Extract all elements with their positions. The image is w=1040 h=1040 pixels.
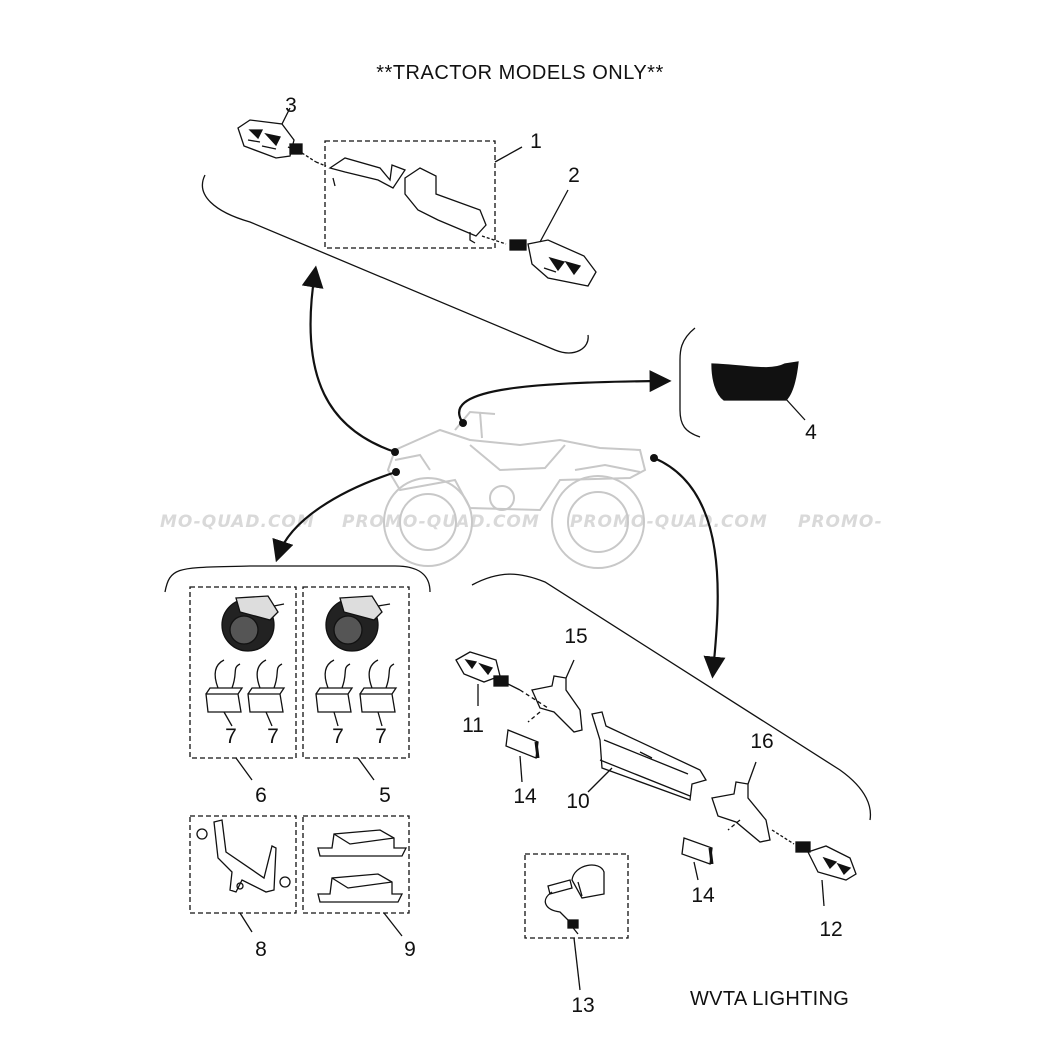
work-lamp-5 (325, 595, 391, 652)
turn-signal-right (481, 189, 597, 287)
wvta-group (455, 573, 872, 991)
watermark-text: PROMO-QUAD.COM (342, 512, 540, 532)
callout-number: 7 (267, 725, 279, 748)
licence-plate-bracket-10 (587, 711, 707, 801)
light-kit-box-5 (302, 586, 410, 759)
callout-number: 8 (255, 938, 267, 961)
reflector-14 (505, 729, 540, 783)
callout-number: 14 (513, 785, 537, 808)
callout-number: 5 (379, 784, 391, 807)
turn-signal-11 (455, 651, 521, 706)
watermark-text: PROMO- (798, 512, 883, 532)
relay-holder-9 (317, 829, 408, 903)
callout-number: 7 (225, 725, 237, 748)
callout-number: 6 (255, 784, 267, 807)
light-kit-box-6 (189, 586, 297, 759)
turn-signal-left (237, 107, 327, 167)
reflector-14 (681, 837, 714, 881)
callout-number: 4 (805, 421, 817, 444)
callout-number: 15 (564, 625, 588, 648)
callout-number: 16 (750, 730, 774, 753)
callout-number: 13 (571, 994, 595, 1017)
callout-number: 10 (566, 790, 590, 813)
diagram-title: **TRACTOR MODELS ONLY** (376, 62, 664, 84)
mount-bracket-8 (196, 819, 291, 893)
watermark-text: MO-QUAD.COM (160, 512, 315, 532)
relay-module-7 (247, 659, 286, 713)
relay-module-7 (359, 659, 398, 713)
plate-lamp-box (524, 853, 629, 939)
work-lamp-6 (221, 595, 285, 652)
callout-number: 2 (568, 164, 580, 187)
callout-number: 11 (462, 714, 484, 737)
section-caption: WVTA LIGHTING (690, 988, 850, 1010)
relay-module-7 (205, 659, 244, 713)
watermark-text: PROMO-QUAD.COM (570, 512, 768, 532)
callout-number: 7 (375, 725, 387, 748)
callout-number: 1 (530, 130, 542, 153)
callout-number: 12 (819, 918, 843, 941)
connector-arrows (272, 265, 726, 679)
top-group (201, 107, 597, 354)
turn-signal-12 (771, 829, 857, 907)
reflector-bracket-15 (519, 659, 583, 733)
light-kit-group (164, 565, 431, 937)
callout-number: 9 (404, 938, 416, 961)
reflector-bracket-16 (711, 761, 771, 843)
relay-module-7 (315, 659, 354, 713)
atv-illustration (383, 410, 647, 569)
callout-number: 7 (332, 725, 344, 748)
callout-number: 3 (285, 94, 297, 117)
plate-lamp-13 (544, 864, 605, 935)
bracket-box-8 (189, 815, 297, 914)
relay-box-9 (302, 815, 410, 914)
panel-group (679, 327, 806, 438)
bracket-kit-box (324, 140, 496, 249)
callout-number: 14 (691, 884, 715, 907)
